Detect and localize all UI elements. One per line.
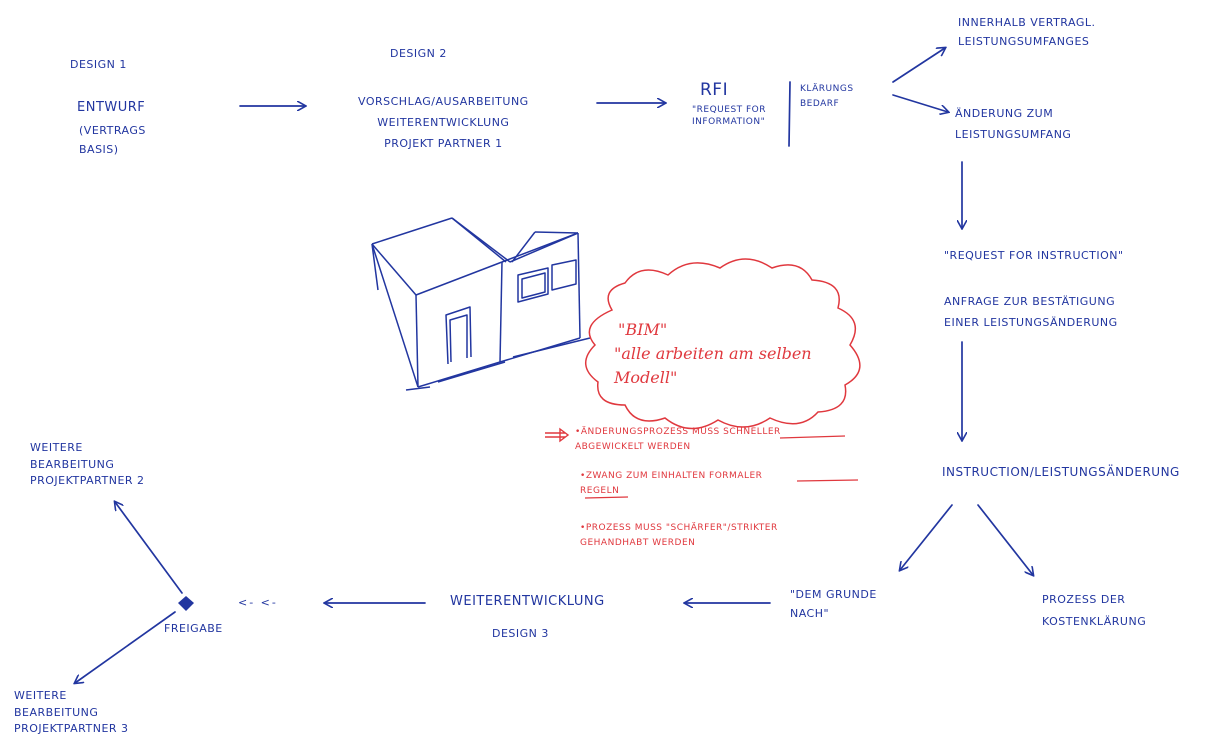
label-innerhalb: INNERHALB VERTRAGL. LEISTUNGSUMFANGES: [958, 16, 1096, 48]
label-design1: DESIGN 1: [70, 58, 127, 71]
cloud-text: "alle arbeiten am selben Modell": [614, 344, 812, 387]
bim-cloud: [585, 258, 861, 430]
note-arrow: [545, 427, 570, 443]
label-pp2: WEITERE BEARBEITUNG PROJEKTPARTNER 2: [30, 441, 145, 487]
label-design2: DESIGN 2: [390, 47, 447, 60]
underline-regeln: [584, 496, 629, 499]
note-2-underlined: FORMALER: [709, 471, 763, 481]
arrow-to-kostenklaerung: [977, 504, 1033, 575]
note-1-text: ÄNDERUNGSPROZESS MUSS: [580, 427, 724, 437]
label-aenderung: ÄNDERUNG ZUM LEISTUNGSUMFANG: [955, 107, 1072, 141]
freigabe-diamond: [178, 596, 194, 611]
label-design3: DESIGN 3: [492, 627, 549, 640]
label-prozess-kosten: PROZESS DER KOSTENKLÄRUNG: [1042, 593, 1147, 628]
label-anfrage: ANFRAGE ZUR BESTÄTIGUNG EINER LEISTUNGSÄ…: [944, 295, 1118, 329]
label-klaerungsbedarf: KLÄRUNGS BEDARF: [800, 84, 854, 110]
rfi-divider: [788, 81, 791, 147]
label-dashes: <- <-: [238, 596, 278, 609]
arrow-to-aenderung: [892, 94, 948, 112]
label-request-instruction: "REQUEST FOR INSTRUCTION": [944, 249, 1124, 262]
building-sketch: [371, 217, 591, 391]
underline-schneller: [779, 435, 846, 439]
label-vorschlag: VORSCHLAG/AUSARBEITUNG WEITERENTWICKLUNG…: [358, 95, 529, 150]
arrow-to-pp2: [115, 502, 183, 594]
note-3-text: PROZESS MUSS "SCHÄRFER"/STRIKTER GEHANDH…: [580, 523, 778, 549]
note-2-text: ZWANG ZUM EINHALTEN: [585, 471, 710, 481]
label-instruction: INSTRUCTION/LEISTUNGSÄNDERUNG: [942, 465, 1180, 479]
label-rfi: RFI: [700, 80, 729, 100]
label-entwurf: ENTWURF: [77, 100, 146, 115]
label-rfi-sub: "REQUEST FOR INFORMATION": [692, 105, 767, 127]
note-2-underlined-2: REGELN: [580, 486, 620, 497]
cloud-bim: "BIM": [618, 320, 668, 339]
underline-formaler: [796, 479, 859, 482]
note-1-underlined: SCHNELLER: [723, 427, 781, 437]
label-weiterentwicklung: WEITERENTWICKLUNG: [450, 594, 605, 609]
label-freigabe: FREIGABE: [164, 622, 223, 635]
label-dem-grunde: "DEM GRUNDE NACH": [790, 588, 877, 620]
arrow-to-innerhalb: [892, 48, 945, 83]
arrow-to-dem-grunde: [900, 504, 953, 570]
arrow-to-pp3: [75, 611, 176, 683]
note-3: •PROZESS MUSS "SCHÄRFER"/STRIKTER GEHAND…: [580, 523, 778, 549]
label-vertragsbasis: (VERTRAGS BASIS): [79, 124, 146, 156]
note-1-cont: ABGEWICKELT WERDEN: [575, 442, 691, 453]
label-pp3: WEITERE BEARBEITUNG PROJEKTPARTNER 3: [14, 689, 129, 735]
